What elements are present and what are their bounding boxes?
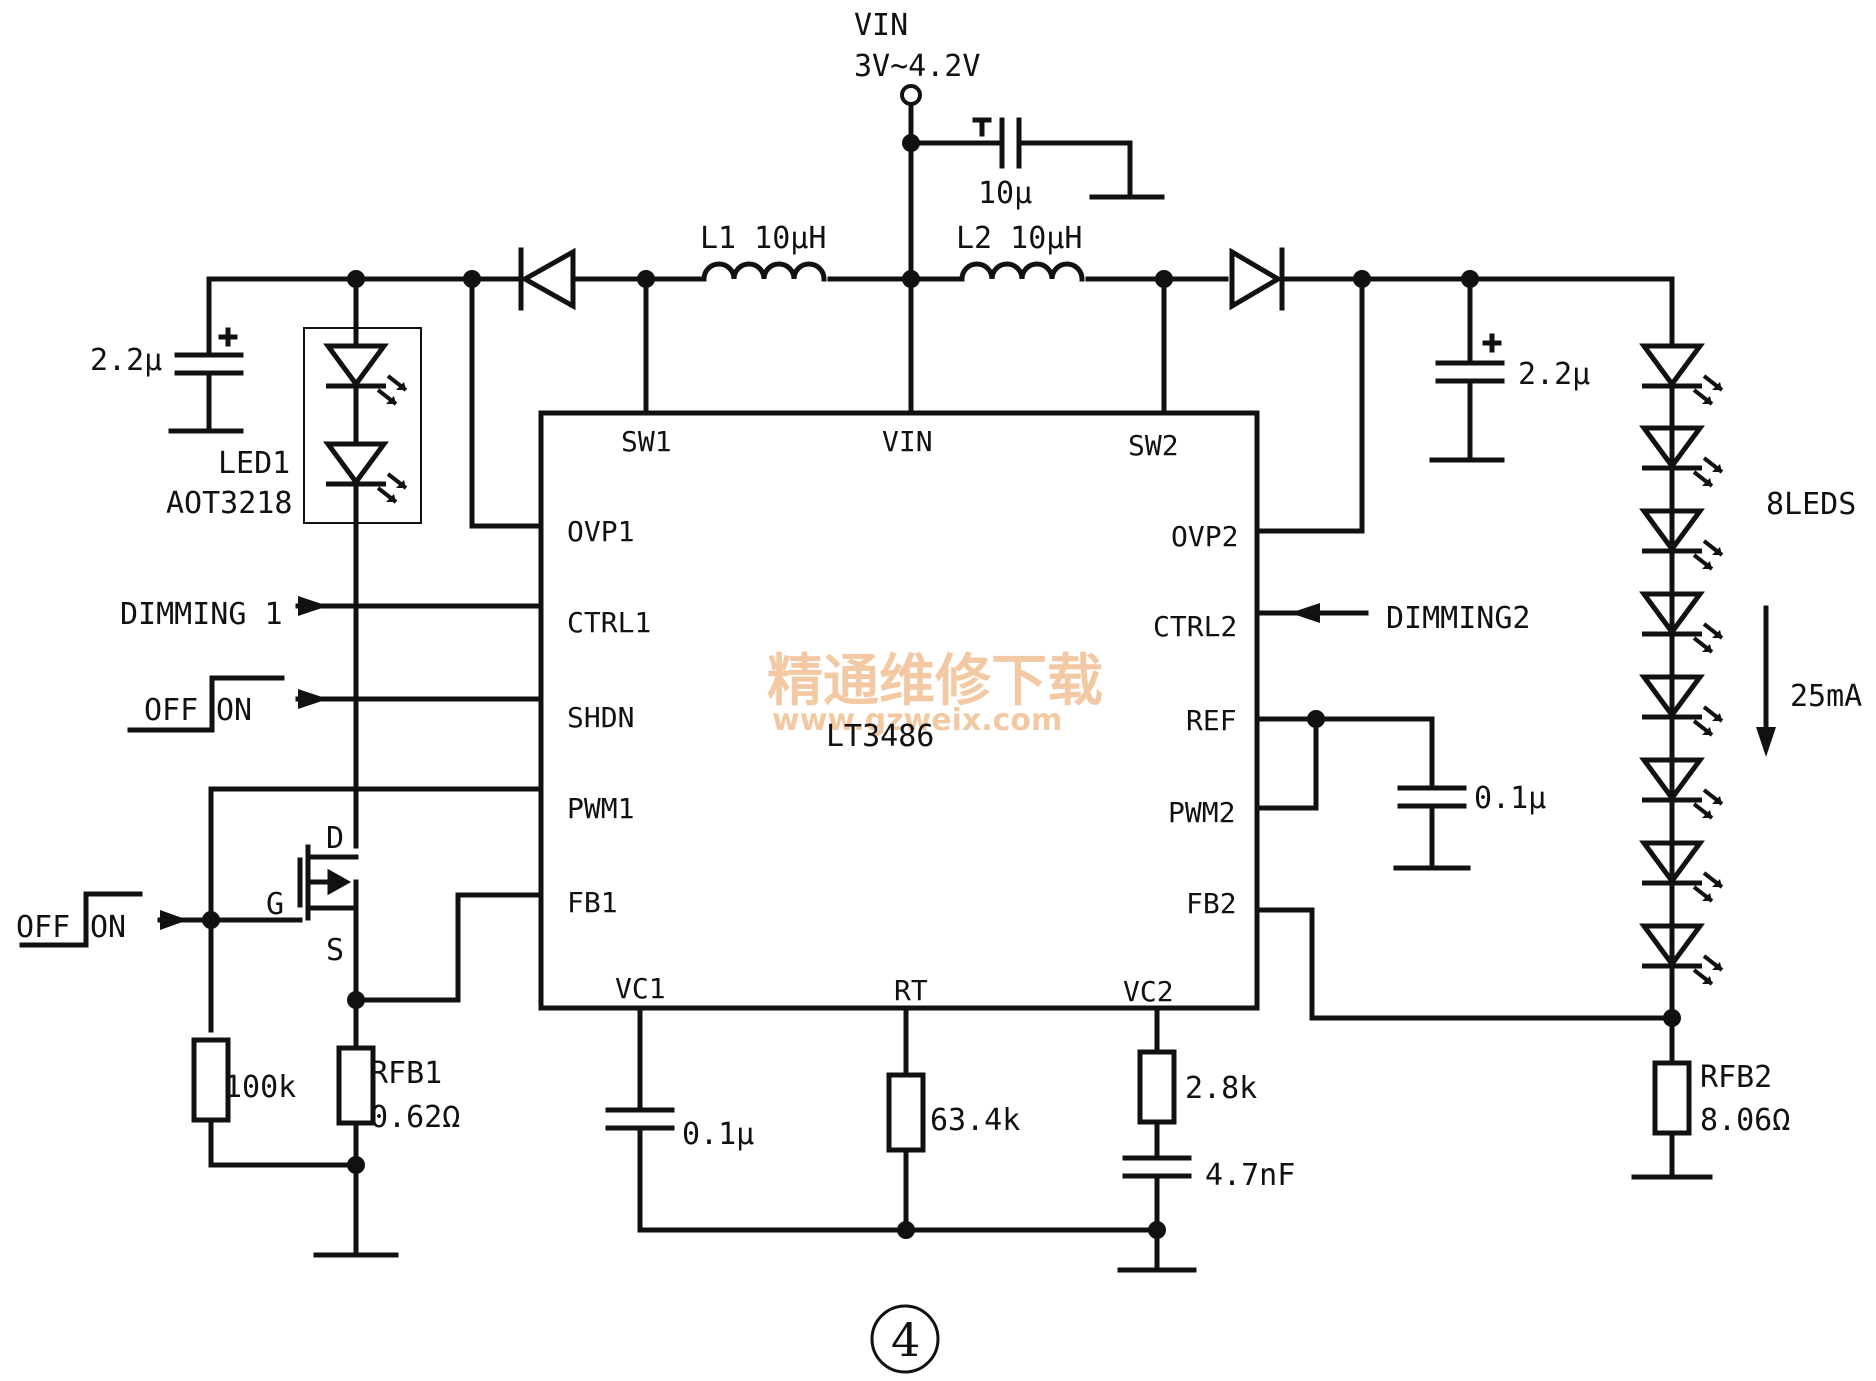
cin-value: 10μ — [978, 176, 1032, 211]
pin-rt: RT — [894, 974, 928, 1007]
ic-body — [538, 410, 1260, 1011]
led1-ref: LED1 — [218, 446, 290, 481]
led1-box — [303, 327, 422, 524]
resistor-rc — [1137, 1049, 1177, 1125]
pin-sw2: SW2 — [1128, 429, 1179, 462]
pin-vin: VIN — [882, 425, 933, 458]
mosfet-gate-label: G — [266, 887, 284, 922]
pin-sw1: SW1 — [621, 425, 672, 458]
pin-ctrl2: CTRL2 — [1153, 610, 1237, 643]
dimming2-label: DIMMING2 — [1386, 601, 1531, 636]
l1-label: L1 10μH — [700, 221, 826, 256]
diode-1 — [519, 247, 576, 311]
pin-pwm2: PWM2 — [1168, 796, 1235, 829]
pin-vc1: VC1 — [615, 972, 666, 1005]
led1-leds — [326, 346, 406, 502]
shdn-on-label: ON — [216, 693, 252, 728]
led-string-right — [1642, 346, 1722, 984]
rfb2-ref: RFB2 — [1700, 1060, 1772, 1095]
junctions — [202, 134, 1681, 1239]
vin-range: 3V~4.2V — [854, 49, 980, 84]
rvc2-value: 2.8k — [1185, 1071, 1257, 1106]
pin-ovp1: OVP1 — [567, 515, 634, 548]
pin-ctrl1: CTRL1 — [567, 606, 651, 639]
dimming1-label: DIMMING 1 — [120, 597, 283, 632]
watermark-url: www.gzweix.com — [772, 703, 1062, 738]
pwm-off-label: OFF — [16, 910, 70, 945]
resistor-rfb1 — [336, 1045, 376, 1126]
cout1-value: 2.2μ — [90, 343, 162, 378]
resistor-rt — [886, 1072, 926, 1153]
rfb1-ref: RFB1 — [370, 1056, 442, 1091]
cvc1-value: 0.1μ — [682, 1117, 754, 1152]
pin-vc2: VC2 — [1123, 975, 1174, 1008]
resistor-100k — [191, 1037, 231, 1123]
pin-fb1: FB1 — [567, 886, 618, 919]
pin-ref: REF — [1186, 704, 1237, 737]
r-gate-value: 100k — [224, 1070, 296, 1105]
figure-number-circle — [870, 1304, 940, 1374]
watermark: 精通维修下载 www.gzweix.com — [767, 649, 1103, 738]
pin-fb2: FB2 — [1186, 887, 1237, 920]
inductor-l1 — [701, 261, 827, 282]
mosfet-source-label: S — [326, 933, 344, 968]
pin-ovp2: OVP2 — [1171, 520, 1238, 553]
watermark-chinese: 精通维修下载 — [767, 649, 1103, 714]
inductor-l2 — [959, 261, 1085, 282]
rt-value: 63.4k — [930, 1103, 1020, 1138]
rfb1-value: 0.62Ω — [370, 1100, 460, 1135]
pin-pwm1: PWM1 — [567, 792, 634, 825]
mosfet-drain-label: D — [326, 821, 344, 856]
shdn-off-label: OFF — [144, 693, 198, 728]
diode-2 — [1229, 247, 1283, 311]
pin-shdn: SHDN — [567, 701, 634, 734]
cout2-value: 2.2μ — [1518, 357, 1590, 392]
figure-number: 4 — [891, 1313, 920, 1367]
l2-label: L2 10μH — [956, 221, 1082, 256]
resistor-rfb2 — [1652, 1060, 1692, 1136]
current-label: 25mA — [1790, 679, 1862, 714]
cvc2-value: 4.7nF — [1205, 1158, 1295, 1193]
led1-part: AOT3218 — [166, 486, 292, 521]
vin-label: VIN — [854, 8, 908, 43]
ic-name: LT3486 — [826, 719, 934, 754]
pwm-on-label: ON — [90, 910, 126, 945]
cref-value: 0.1μ — [1474, 781, 1546, 816]
led-count: 8LEDS — [1766, 487, 1856, 522]
vin-terminal — [900, 84, 922, 106]
rfb2-value: 8.06Ω — [1700, 1103, 1790, 1138]
